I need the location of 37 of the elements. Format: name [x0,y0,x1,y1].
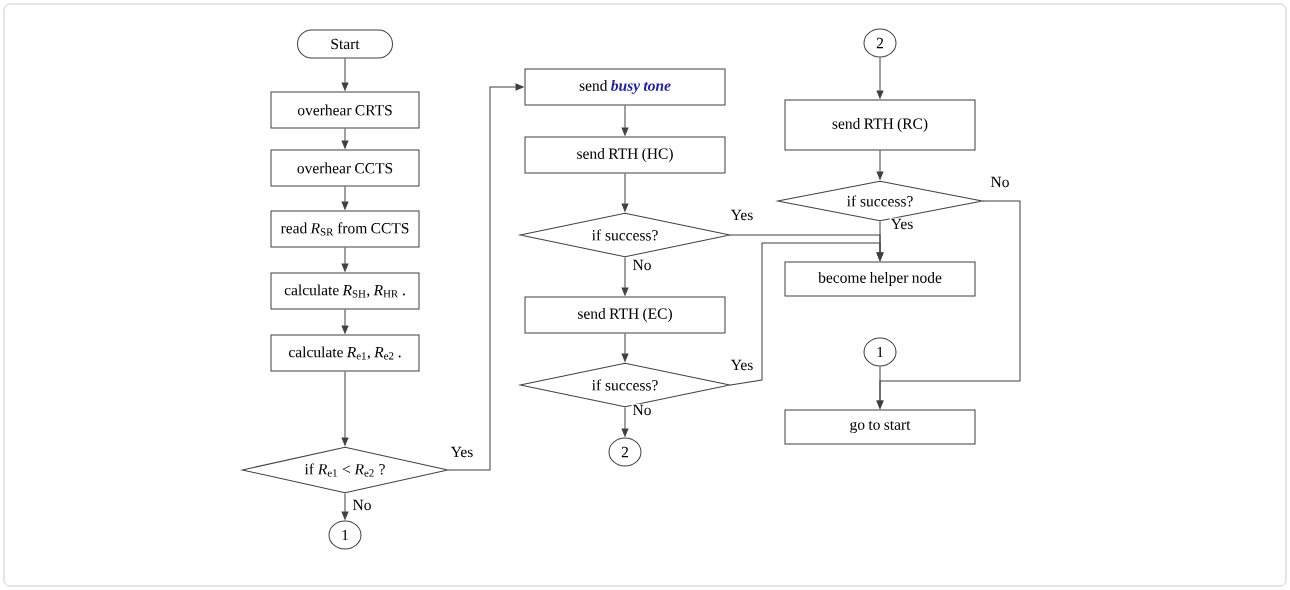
edge-label: Yes [449,445,475,459]
arrow [341,493,349,520]
arrow [621,257,629,296]
arrow [621,173,629,212]
process-box: become helper node [784,261,976,297]
process-box: calculate R$_{e1}$, R$_{e2}$ . [270,334,420,372]
edge-label: No [989,175,1011,189]
process-box: send RTH (HC) [524,136,726,174]
arrow [876,366,884,409]
edge-label: Yes [729,358,755,372]
process-box: calculate R$_{SH}$, R$_{HR}$ . [270,272,420,310]
process-box: overhear CRTS [270,91,420,129]
start-terminal: Start [297,29,393,59]
arrow [448,83,524,471]
arrow [341,371,349,446]
arrow [341,309,349,334]
edge-label: No [631,258,653,272]
arrow [876,57,884,99]
edge-label: Yes [889,217,915,231]
edge-label: No [631,403,653,417]
process-box: go to start [784,409,976,445]
arrow [341,128,349,149]
process-box: read R$_{SR}$ from CCTS [270,210,420,248]
process-box: send busy tone [524,68,726,106]
arrow [341,186,349,210]
process-box: overhear CCTS [270,149,420,187]
arrow [876,150,884,180]
edge-label: No [351,498,373,512]
arrow [621,407,629,437]
arrow [341,247,349,272]
arrow [876,221,884,261]
process-box: send RTH (RC) [784,99,976,151]
arrow [621,105,629,136]
process-box: send RTH (EC) [524,296,726,334]
arrow [341,58,349,91]
edge-label: Yes [729,208,755,222]
arrow [621,333,629,362]
